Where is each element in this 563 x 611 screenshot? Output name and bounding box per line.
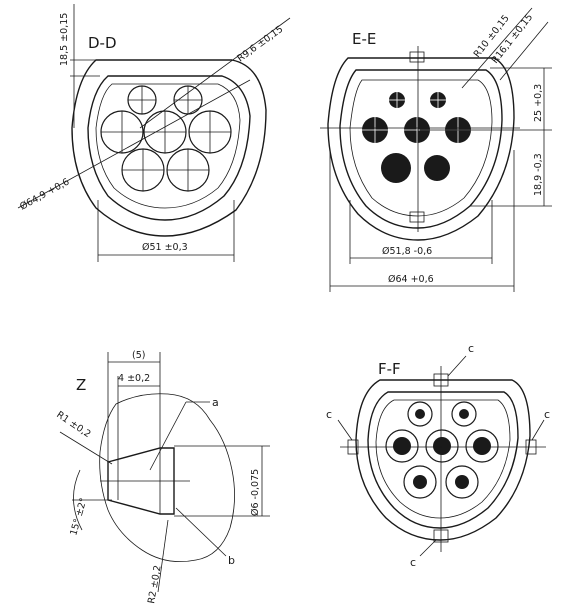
z-dim-5: (5)	[132, 350, 145, 361]
dd-dim-height: 18,5 ±0,15	[59, 13, 70, 66]
section-z: Z (5) 4 ±0,2 R1 ±0,2 15° ±2	[54, 350, 270, 605]
ee-dim-inner-dia: Ø51,8 -0,6	[382, 246, 432, 257]
ff-callout-bottom: c	[410, 556, 416, 569]
dd-dim-outer-dia: Ø64,9 +0,6	[18, 176, 71, 212]
dd-contact-crosses	[101, 86, 231, 191]
dd-dim-inner-dia: Ø51 ±0,3	[142, 242, 188, 253]
section-ff: F-F	[326, 342, 550, 569]
z-dim-angle: 15° ±2°	[68, 497, 89, 537]
ff-callout-arrows	[337, 355, 545, 557]
ee-dimension-lines	[320, 7, 552, 292]
ff-center-lines	[340, 366, 546, 552]
ff-inner-shell	[367, 391, 519, 529]
dd-dim-radius: R9,6 ±0,15	[235, 24, 285, 65]
z-break-outline	[99, 393, 235, 563]
z-dimension-lines	[59, 352, 270, 593]
ee-contact-bottom-right	[424, 155, 450, 181]
ee-contacts	[362, 92, 471, 183]
ee-key-bottom	[409, 211, 425, 223]
z-label-b: b	[228, 554, 235, 567]
ee-contact-bottom-left	[381, 153, 411, 183]
dd-contacts	[100, 85, 232, 192]
ee-outer-shell	[327, 57, 515, 241]
ff-insert	[375, 399, 511, 519]
z-label-a: a	[212, 396, 219, 409]
section-dd: D-D	[17, 4, 291, 262]
ff-callout-top: c	[468, 342, 474, 355]
ff-contact-cores	[393, 409, 491, 489]
z-dim-r2: R2 ±0,2	[146, 564, 164, 604]
section-ee-title: E-E	[352, 30, 376, 48]
section-dd-title: D-D	[88, 34, 117, 52]
dd-dimension-lines	[17, 4, 291, 262]
section-z-title: Z	[76, 376, 86, 394]
ff-callout-right: c	[544, 408, 550, 421]
section-ee: E-E	[320, 7, 552, 292]
z-dim-4: 4 ±0,2	[118, 373, 150, 384]
dd-outer-shell	[71, 59, 267, 237]
ee-key-top	[409, 51, 425, 63]
ff-callout-left: c	[326, 408, 332, 421]
ee-inner-shell	[339, 69, 503, 229]
z-dim-dia: Ø6 -0,075	[250, 469, 261, 516]
section-ff-title: F-F	[378, 360, 401, 378]
ee-insert	[349, 79, 493, 217]
ee-dim-outer-dia: Ø64 +0,6	[388, 274, 434, 285]
ee-dim-25: 25 +0,3	[533, 84, 544, 122]
z-dim-r1: R1 ±0,2	[54, 409, 92, 440]
dd-core	[95, 83, 241, 209]
ee-dim-18: 18,9 -0,3	[533, 153, 544, 196]
